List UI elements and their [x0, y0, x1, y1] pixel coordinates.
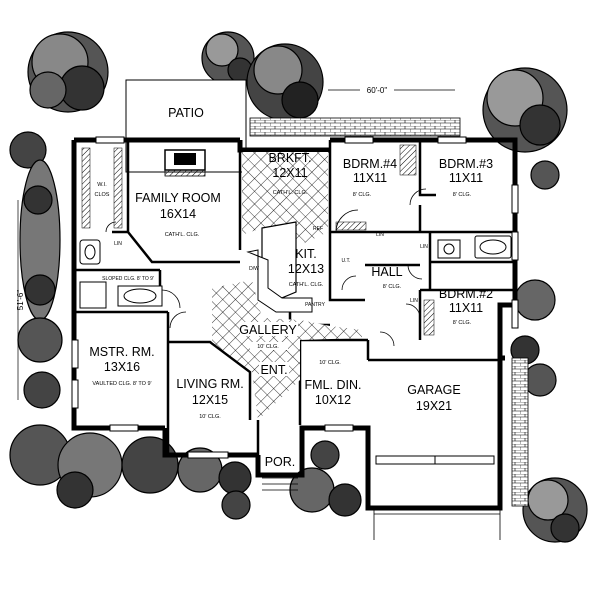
interior-walls: [74, 140, 515, 455]
bdrm4-closet: [335, 221, 367, 231]
family-room-size: 16X14: [160, 207, 196, 221]
lin-label-bdrm2: LIN: [410, 298, 418, 304]
gallery-ceiling: 10' CLG.: [257, 344, 279, 350]
kit-ceiling: CATH'L. CLG.: [289, 282, 324, 288]
dimension-depth: 51'-6": [16, 290, 25, 311]
bdrm4-ceiling: 8' CLG.: [353, 192, 372, 198]
fireplace-icon: [164, 149, 206, 177]
fml-din-ceiling: 10' CLG.: [319, 360, 341, 366]
ent-name: ENT.: [260, 363, 287, 377]
wi-closet-line2: CLOS: [95, 192, 110, 198]
hall-name: HALL: [371, 265, 402, 279]
driveway-wall: [511, 357, 529, 507]
bdrm3-ceiling: 8' CLG.: [453, 192, 472, 198]
ref-label: REF: [313, 226, 323, 232]
tree-bottom-right: [522, 477, 588, 543]
hall-ceiling: 8' CLG.: [383, 284, 402, 290]
fml-din-size: 10X12: [315, 393, 351, 407]
room-labels: FAMILY ROOM 16X14 CATH'L. CLG. W.I. CLOS…: [89, 151, 493, 469]
hall-bath-fixtures: [437, 235, 512, 259]
patio-label: PATIO: [168, 106, 204, 120]
garage-size: 19X21: [416, 399, 452, 413]
gallery-name: GALLERY: [239, 323, 297, 337]
mstr-name: MSTR. RM.: [89, 345, 154, 359]
driveway: [373, 508, 501, 540]
brkft-size: 12X11: [272, 166, 307, 180]
lin-label-bdrm4: LIN: [376, 232, 384, 238]
garage-name: GARAGE: [407, 383, 461, 397]
brkft-name: BRKFT.: [268, 151, 311, 165]
fml-din-name: FML. DIN.: [305, 378, 362, 392]
bdrm2-ceiling: 8' CLG.: [453, 320, 472, 326]
shrubs-bottom-left: [9, 424, 252, 509]
wi-closet-line1: W.I.: [97, 182, 107, 188]
fixture-labels: SLOPED CLG. 8' TO 9' PANTRY LIN LIN LIN …: [102, 226, 428, 308]
shrubs-right: [510, 160, 560, 397]
brkft-ceiling: CATH'L. CLG.: [273, 190, 308, 196]
shrubs-left: [9, 131, 63, 409]
landscaping: [9, 31, 588, 543]
shrubs-bottom-center: [221, 440, 362, 520]
lin-label-bath: LIN: [420, 244, 428, 250]
garage-door: [375, 455, 495, 465]
living-name: LIVING RM.: [176, 377, 243, 391]
kit-name: KIT.: [295, 247, 317, 261]
wi-closet-shelf-right: [113, 147, 123, 229]
bdrm4-name: BDRM.#4: [343, 157, 397, 171]
tree-top-right-of-patio: [246, 43, 324, 121]
porch-steps: [262, 477, 298, 491]
tree-top-center: [201, 31, 255, 85]
dimension-width: 60'-0": [367, 86, 388, 95]
garden-wall-top: [249, 117, 461, 137]
door-swings: [105, 188, 427, 347]
mstr-size: 13X16: [104, 360, 140, 374]
bdrm4-size: 11X11: [353, 171, 387, 185]
bdrm2-name: BDRM.#2: [439, 287, 493, 301]
wi-closet-shelf-left: [81, 147, 91, 229]
bdrm2-closet: [423, 299, 435, 336]
living-ceiling: 10' CLG.: [199, 414, 221, 420]
living-size: 12X15: [192, 393, 228, 407]
porch-name: POR.: [265, 455, 296, 469]
lin-label-master: LIN: [114, 241, 122, 247]
family-room-ceiling: CATH'L. CLG.: [165, 232, 200, 238]
bdrm2-size: 11X11: [449, 301, 483, 315]
bdrm3-closet: [399, 144, 417, 176]
tree-top-left: [27, 31, 109, 113]
pantry-label: PANTRY: [305, 302, 325, 308]
sloped-ceiling-label: SLOPED CLG. 8' TO 9': [102, 276, 154, 282]
brkft-tile-floor: [242, 152, 328, 245]
master-bath-fixtures: [79, 239, 163, 309]
tree-top-right: [482, 67, 568, 153]
kit-size: 12X13: [288, 262, 324, 276]
bdrm3-name: BDRM.#3: [439, 157, 493, 171]
bdrm3-size: 11X11: [449, 171, 483, 185]
mstr-ceiling: VAULTED CLG. 8' TO 9': [92, 381, 151, 387]
dw-label: D/W: [249, 266, 259, 272]
family-room-name: FAMILY ROOM: [135, 191, 221, 205]
ut-label: U.T.: [342, 258, 351, 264]
windows: [71, 136, 519, 459]
kitchen-counter: [246, 249, 313, 313]
